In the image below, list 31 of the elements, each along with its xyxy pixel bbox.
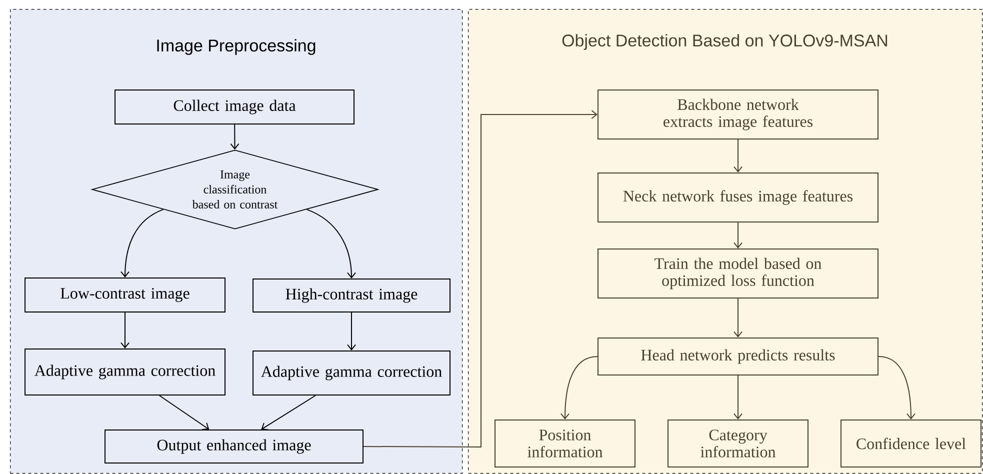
arrow <box>306 208 356 278</box>
arrow <box>560 356 598 420</box>
arrow <box>120 312 130 348</box>
process-box: High-contrast image <box>252 278 450 312</box>
process-box: Collect image data <box>114 90 354 124</box>
process-box: Train the model based on optimized loss function <box>598 248 878 298</box>
panel-heading: Image Preprocessing <box>157 39 316 55</box>
arrow <box>158 394 210 430</box>
arrow <box>363 110 598 448</box>
arrow <box>878 356 916 420</box>
panel <box>468 9 983 474</box>
arrow <box>261 394 316 430</box>
process-box: Adaptive gamma correction <box>252 350 450 396</box>
process-box: Confidence level <box>840 419 982 468</box>
process-box: Category information <box>668 419 808 468</box>
arrow <box>734 374 742 420</box>
arrow <box>347 312 356 350</box>
process-box: Head network predicts results <box>598 338 878 376</box>
process-box: Position information <box>494 419 636 468</box>
process-box: Adaptive gamma correction <box>24 348 226 396</box>
panel-heading: Object Detection Based on YOLOv9-MSAN <box>562 34 888 50</box>
process-box: Neck network fuses image features <box>598 172 878 222</box>
process-box: Output enhanced image <box>104 429 364 464</box>
process-box: Low-contrast image <box>24 278 226 312</box>
arrow <box>120 208 164 278</box>
panel <box>10 9 463 474</box>
arrow <box>734 139 742 172</box>
arrow <box>734 222 742 248</box>
process-box: Backbone network extracts image features <box>598 90 878 140</box>
arrow <box>734 298 742 338</box>
arrow <box>230 124 240 150</box>
